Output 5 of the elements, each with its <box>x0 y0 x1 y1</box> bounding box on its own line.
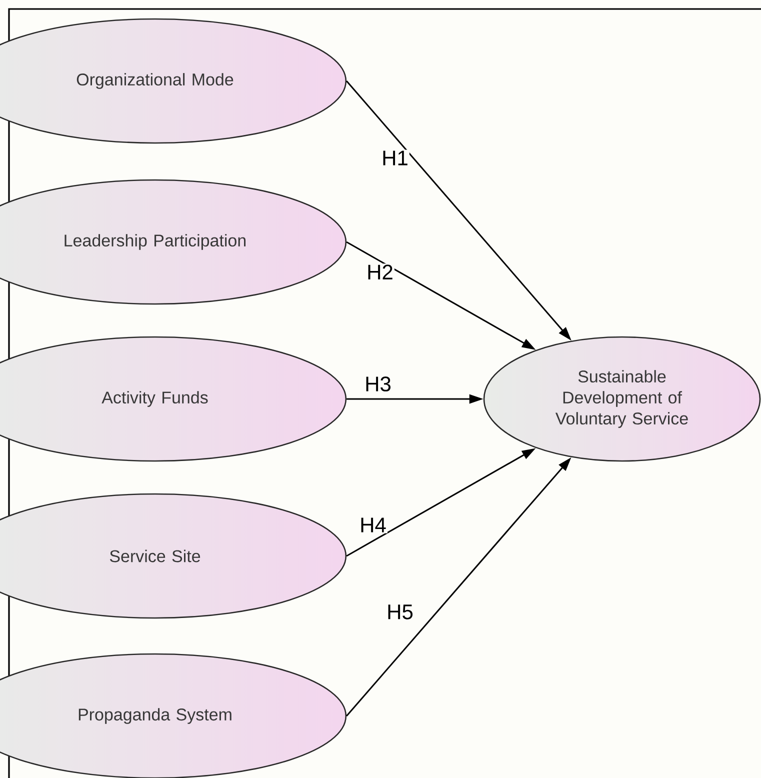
edge-label: H3 <box>364 376 392 392</box>
edge-label: H4 <box>358 516 388 534</box>
edge-label: H2 <box>366 264 394 280</box>
edge-label: H5 <box>386 604 414 620</box>
edge-label: H1 <box>380 150 410 166</box>
